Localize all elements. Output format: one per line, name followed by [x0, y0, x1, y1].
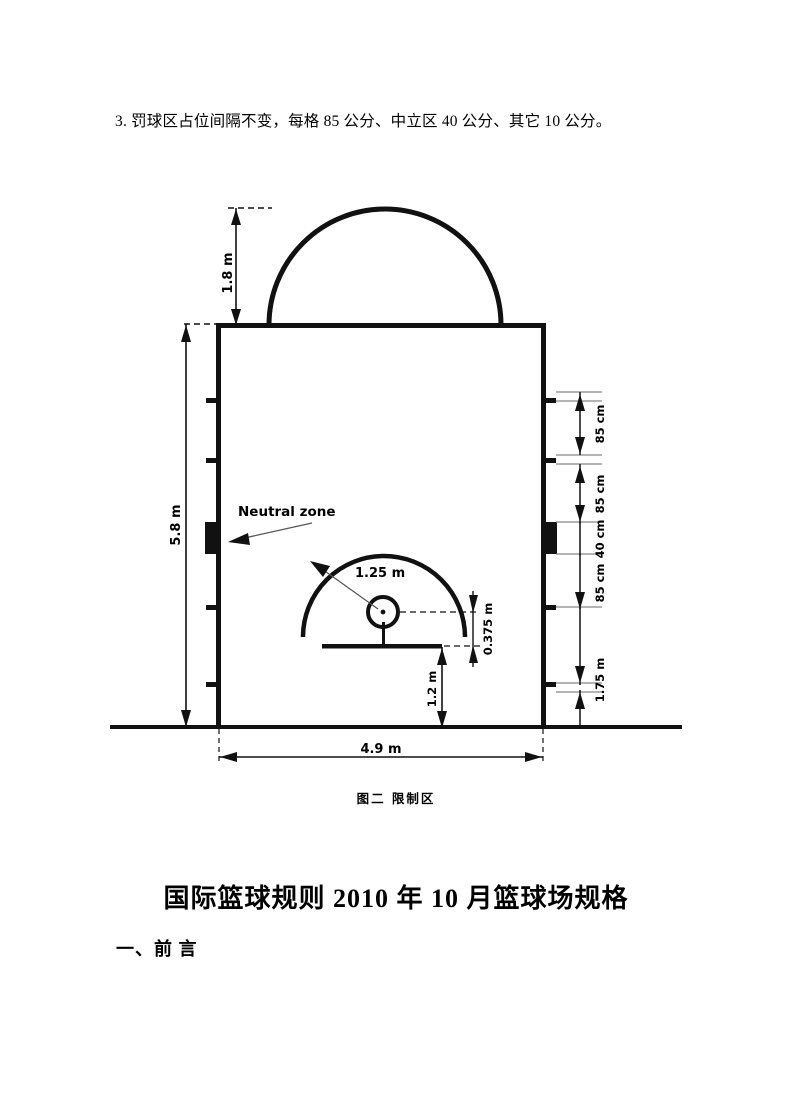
neutral-zone-callout: Neutral zone [228, 504, 336, 545]
dimension-backboard-height: 1.2 m [425, 647, 447, 728]
page-title: 国际篮球规则 2010 年 10 月篮球场规格 [163, 884, 629, 913]
section-heading: 一、前 言 [116, 939, 198, 959]
dimension-label-bottom-width: 4.9 m [360, 742, 401, 757]
dimension-left-height: 5.8 m [169, 324, 191, 727]
ring-center-dot [380, 609, 386, 615]
basket-ring [366, 595, 400, 629]
ring-post [382, 622, 385, 644]
free-throw-arc [266, 206, 504, 326]
figure-caption: 图二 限制区 [356, 791, 436, 806]
baseline [110, 725, 682, 729]
dimension-label-ring-offset: 0.375 m [481, 603, 495, 655]
dimension-label-backboard-height: 1.2 m [425, 671, 439, 707]
court-restricted-area-figure: 1.8 m 5.8 m 4.9 m [0, 185, 792, 825]
dimension-arc-radius: 1.25 m [310, 561, 405, 610]
dimension-label-arc-radius: 1.25 m [355, 566, 405, 581]
right-dimension-label-1: 85 cm [593, 475, 607, 514]
right-dimension-label-4: 1.75 m [593, 658, 607, 702]
body-paragraph: 3. 罚球区占位间隔不变，每格 85 公分、中立区 40 公分、其它 10 公分… [115, 113, 612, 130]
dimension-label-left-height: 5.8 m [169, 504, 184, 545]
dimension-ring-offset: 0.375 m [400, 591, 495, 667]
neutral-zone-label: Neutral zone [238, 504, 336, 520]
dimension-bottom-width: 4.9 m [218, 729, 544, 763]
backboard [322, 644, 442, 649]
no-charge-semicircle [300, 553, 468, 638]
right-dimension-stack: 85 cm 85 cm 40 cm 85 cm 1.75 [556, 391, 607, 728]
right-dimension-label-2: 40 cm [593, 520, 607, 559]
right-dimension-label-0: 85 cm [593, 405, 607, 444]
right-lane-marks [543, 398, 557, 687]
dimension-label-top-arc: 1.8 m [221, 252, 236, 293]
left-lane-marks [205, 398, 219, 687]
restricted-area-rectangle [216, 323, 546, 728]
right-dimension-label-3: 85 cm [593, 564, 607, 603]
dimension-top-arc: 1.8 m [184, 207, 272, 325]
